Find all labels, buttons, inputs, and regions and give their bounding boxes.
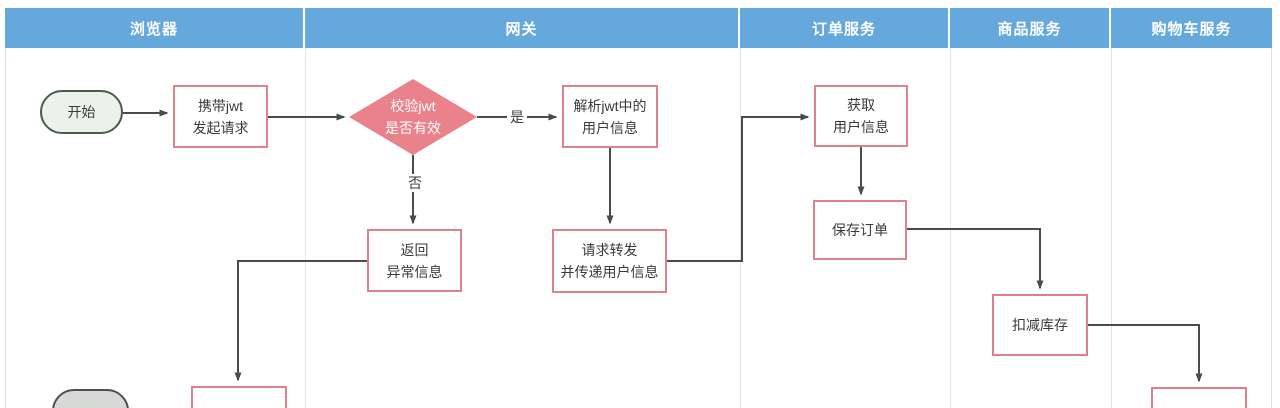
edge-label-yes: 是 [507, 108, 527, 126]
lane-divider [740, 48, 741, 408]
lane-header-gateway: 网关 [305, 8, 740, 48]
node-get-user-info[interactable]: 获取 用户信息 [814, 85, 908, 147]
node-carry-jwt-label: 携带jwt 发起请求 [192, 97, 249, 136]
node-deduct-stock-label: 扣减库存 [1012, 317, 1068, 333]
node-browser-result-partial[interactable] [191, 386, 287, 408]
edge-deduct-to-cart [1088, 324, 1203, 383]
edge-label-no: 否 [405, 174, 425, 192]
lane-label: 购物车服务 [1151, 20, 1232, 38]
lane-label: 商品服务 [997, 20, 1062, 38]
node-start-label: 开始 [67, 104, 96, 120]
node-parse-jwt[interactable]: 解析jwt中的 用户信息 [562, 85, 658, 148]
node-cart-action-partial[interactable] [1151, 387, 1247, 408]
node-parse-jwt-label: 解析jwt中的 用户信息 [573, 97, 647, 136]
edge-forward-to-getuser [667, 113, 810, 262]
node-forward-request[interactable]: 请求转发 并传递用户信息 [552, 229, 667, 293]
node-carry-jwt[interactable]: 携带jwt 发起请求 [173, 85, 268, 148]
lane-header-cart-service: 购物车服务 [1111, 8, 1272, 48]
node-validate-jwt-label: 校验jwt 是否有效 [385, 98, 441, 136]
edge-error-to-browser [234, 260, 367, 382]
lane-divider [305, 48, 306, 408]
lane-label: 订单服务 [811, 20, 876, 38]
node-deduct-stock[interactable]: 扣减库存 [992, 294, 1088, 356]
lane-header-order-service: 订单服务 [740, 8, 950, 48]
node-forward-request-label: 请求转发 并传递用户信息 [560, 242, 659, 280]
lane-header-product-service: 商品服务 [950, 8, 1111, 48]
node-start[interactable]: 开始 [40, 90, 123, 134]
lane-header-browser: 浏览器 [5, 8, 305, 48]
node-end-partial[interactable] [52, 389, 129, 408]
node-validate-jwt[interactable]: 校验jwt 是否有效 [349, 79, 477, 155]
node-return-error-label: 返回 异常信息 [386, 241, 443, 280]
edge-saveorder-to-deduct [907, 228, 1044, 290]
lane-divider [1111, 48, 1112, 408]
lane-label: 网关 [505, 20, 538, 38]
lane-label: 浏览器 [129, 20, 178, 38]
node-get-user-info-label: 获取 用户信息 [833, 97, 889, 135]
node-return-error[interactable]: 返回 异常信息 [367, 229, 462, 292]
node-save-order[interactable]: 保存订单 [813, 200, 907, 260]
node-save-order-label: 保存订单 [832, 222, 888, 238]
